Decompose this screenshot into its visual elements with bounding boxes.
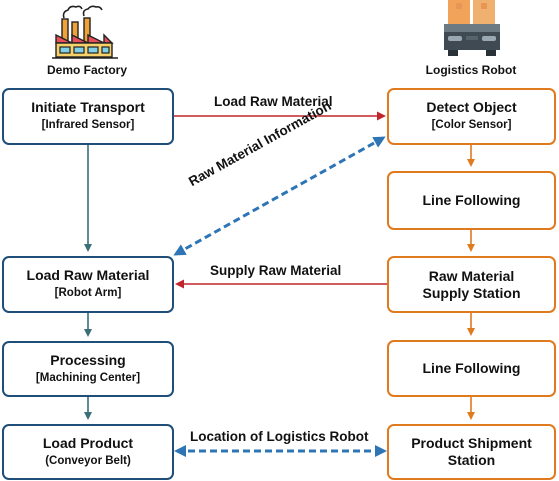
logistics-robot-icon — [440, 0, 504, 58]
box-load-raw-material: Load Raw Material [Robot Arm] — [2, 256, 174, 313]
box-title-line2: Station — [447, 452, 496, 468]
box-title: Load Product — [42, 434, 134, 451]
box-subtitle: [Infrared Sensor] — [41, 119, 135, 131]
box-title: Load Raw Material — [26, 267, 150, 283]
box-initiate-transport: Initiate Transport [Infrared Sensor] — [2, 88, 174, 145]
box-load-product: Load Product (Conveyor Belt) — [2, 424, 174, 480]
right-column-title: Logistics Robot — [425, 63, 517, 77]
box-line-following-2: Line Following — [387, 340, 556, 397]
box-processing: Processing [Machining Center] — [2, 341, 174, 397]
factory-icon — [50, 5, 120, 61]
box-title: Product Shipment — [411, 435, 532, 451]
box-title: Processing — [50, 351, 126, 368]
box-title: Line Following — [422, 192, 521, 208]
box-line-following-1: Line Following — [387, 171, 556, 230]
box-subtitle: (Conveyor Belt) — [45, 454, 131, 467]
box-raw-material-supply-station: Raw Material Supply Station — [387, 256, 556, 313]
box-title-line2: Supply Station — [422, 284, 521, 301]
label-load-raw-material: Load Raw Material — [214, 94, 333, 109]
box-product-shipment-station: Product Shipment Station — [387, 424, 556, 480]
label-location-of-logistics-robot: Location of Logistics Robot — [190, 429, 369, 444]
box-subtitle: [Color Sensor] — [431, 119, 512, 131]
label-supply-raw-material: Supply Raw Material — [210, 263, 342, 278]
box-subtitle: [Machining Center] — [35, 371, 141, 384]
arrow-raw-material-information — [173, 136, 386, 256]
box-title: Line Following — [422, 360, 521, 376]
box-subtitle: [Robot Arm] — [54, 287, 122, 299]
box-title: Detect Object — [426, 99, 517, 115]
box-title: Initiate Transport — [31, 99, 145, 115]
left-column-title: Demo Factory — [46, 63, 128, 77]
box-title: Raw Material — [428, 267, 515, 284]
box-detect-object: Detect Object [Color Sensor] — [387, 88, 556, 145]
